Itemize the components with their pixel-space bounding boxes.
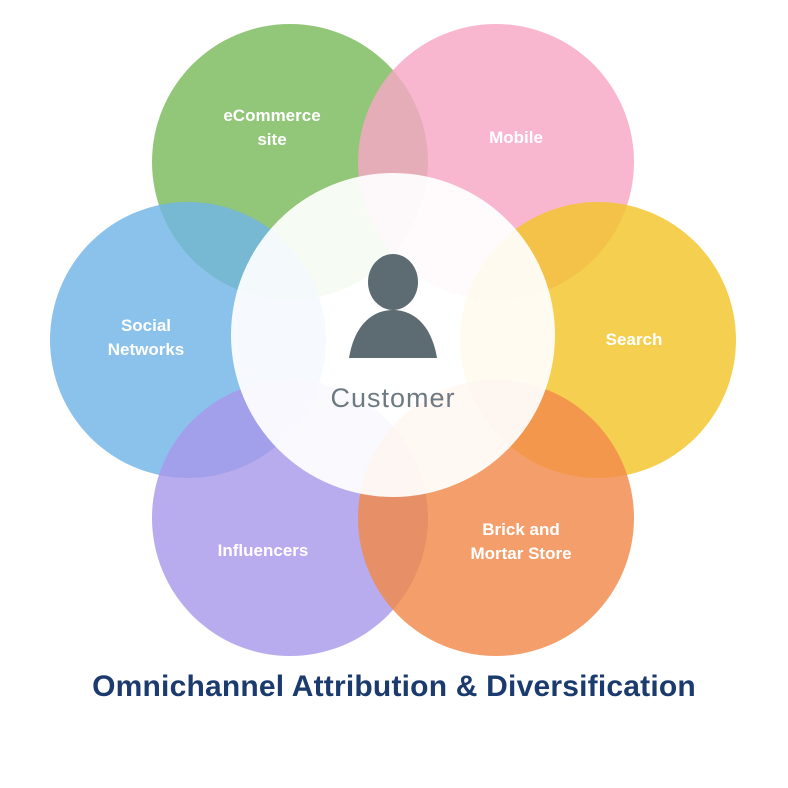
diagram-title: Omnichannel Attribution & Diversificatio… <box>92 670 696 703</box>
petal-label-ecommerce-site: eCommerce site <box>223 106 321 149</box>
person-silhouette-icon <box>337 251 449 363</box>
petal-label-search: Search <box>605 330 663 350</box>
petal-label-mobile: Mobile <box>489 128 543 148</box>
petal-label-brick-and-mortar-store: Brick and Mortar Store <box>470 520 572 563</box>
petal-label-influencers: Influencers <box>217 541 309 561</box>
customer-circle: Customer <box>231 173 555 497</box>
petal-label-social-networks: Social Networks <box>107 316 185 359</box>
customer-label: Customer <box>330 383 456 413</box>
